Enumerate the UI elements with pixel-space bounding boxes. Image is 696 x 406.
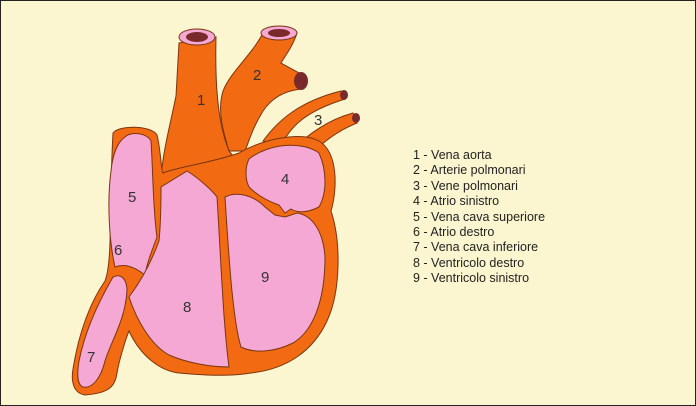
label-2: 2 [253,67,261,84]
legend-item: 9 - Ventricolo sinistro [413,271,545,286]
label-5: 5 [128,189,136,206]
label-4: 4 [281,171,289,188]
label-7: 7 [87,349,95,366]
pulmonary-artery-branch-end [294,72,308,90]
legend-item: 8 - Ventricolo destro [413,256,545,271]
label-8: 8 [183,299,191,316]
label-3: 3 [314,112,322,129]
legend-item: 1 - Vena aorta [413,148,545,163]
aorta-lumen [186,32,208,42]
label-1: 1 [197,92,205,109]
legend-item: 3 - Vene polmonari [413,179,545,194]
legend-item: 7 - Vena cava inferiore [413,240,545,255]
label-9: 9 [261,269,269,286]
legend-item: 4 - Atrio sinistro [413,194,545,209]
legend-item: 6 - Atrio destro [413,225,545,240]
legend-item: 5 - Vena cava superiore [413,210,545,225]
pulmonary-vein-upper-end [340,90,348,100]
legend: 1 - Vena aorta 2 - Arterie polmonari 3 -… [413,148,545,287]
legend-item: 2 - Arterie polmonari [413,163,545,178]
pulmonary-artery-lumen [268,29,290,37]
pulmonary-vein-lower-end [352,113,360,123]
label-6: 6 [114,242,122,259]
